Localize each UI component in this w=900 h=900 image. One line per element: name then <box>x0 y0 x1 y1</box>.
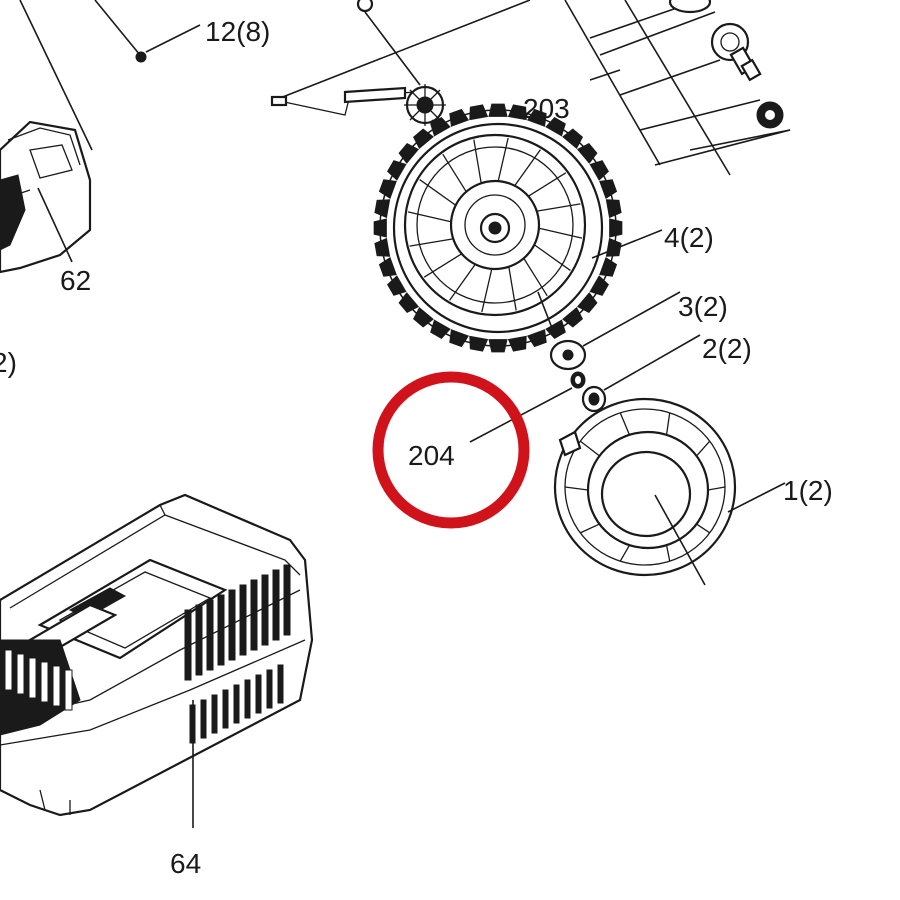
wheel-tooth <box>378 257 397 277</box>
wheel-tooth <box>413 128 434 150</box>
cap-rib <box>580 523 600 534</box>
wheel-tooth <box>387 275 407 296</box>
wheel-tooth <box>605 237 622 257</box>
wheel-tooth <box>387 160 407 181</box>
vent-slot <box>195 604 203 676</box>
wheel-tooth <box>545 117 566 137</box>
vent-slot-lower <box>211 694 218 734</box>
wheel-tooth <box>576 292 598 313</box>
vent-slot-lower <box>233 684 240 724</box>
vent-slot <box>250 579 258 651</box>
wheel-tooth <box>527 108 547 127</box>
vent-slot-lower <box>244 679 251 719</box>
label-3: 3(2) <box>678 291 728 322</box>
front-vent-slot <box>4 649 13 691</box>
vent-slot-lower <box>255 674 262 714</box>
label-12: 12(8) <box>205 16 270 47</box>
label-203: 203 <box>523 93 570 124</box>
wheel-tooth <box>398 292 420 313</box>
wheel-tooth <box>374 199 391 219</box>
wheel-tooth <box>373 218 387 238</box>
front-vent-slot <box>64 669 73 711</box>
wheel-tooth <box>562 128 583 150</box>
label-204: 204 <box>408 440 455 471</box>
vent-slot <box>206 599 214 671</box>
vent-slot-lower <box>277 664 284 704</box>
cap-rib <box>707 486 726 491</box>
wheel-tooth <box>609 218 623 238</box>
wheel-tooth <box>599 257 618 277</box>
charger-64 <box>0 493 314 828</box>
wheel-tooth <box>413 306 434 328</box>
cap-rib <box>665 412 671 435</box>
washer-3 <box>549 291 681 371</box>
wheel-tooth <box>507 104 527 121</box>
front-vent-slot <box>52 665 61 707</box>
wheel-tooth <box>599 179 618 199</box>
hub-cap-1 <box>553 397 786 586</box>
vent-slot <box>217 594 225 666</box>
label-1: 1(2) <box>783 475 833 506</box>
label-64: 64 <box>170 848 201 879</box>
wheel-tooth <box>430 319 451 339</box>
wheel-4 <box>373 103 623 353</box>
battery-pack-62 <box>0 120 92 274</box>
wheel-tooth <box>589 160 609 181</box>
front-vent-slot <box>40 661 49 703</box>
cap-rib <box>696 440 711 457</box>
wheel-tooth <box>449 108 469 127</box>
cap-rib <box>619 412 631 436</box>
wheel-tooth <box>449 329 469 348</box>
top-right-bracket-lines <box>564 0 791 176</box>
screw-12-group <box>19 0 201 151</box>
highlight-circle <box>372 371 530 529</box>
spring-204 <box>570 371 586 389</box>
front-vent-slot <box>16 653 25 695</box>
front-vent-slot <box>28 657 37 699</box>
vent-slot-lower <box>222 689 229 729</box>
vent-slot-lower <box>266 669 273 709</box>
cap-rib <box>579 440 600 457</box>
cap-rib <box>564 486 589 491</box>
nut-2 <box>581 334 701 413</box>
vent-slot <box>272 569 280 641</box>
vent-slot <box>184 609 192 681</box>
vent-slot-lower <box>200 699 207 739</box>
wheel-tooth <box>378 179 397 199</box>
wheel-tooth <box>488 339 508 353</box>
wheel-tooth <box>562 306 583 328</box>
vent-slot <box>261 574 269 646</box>
vent-slot <box>228 589 236 661</box>
wheel-tooth <box>605 199 622 219</box>
wheel-tooth <box>469 335 489 352</box>
label-2: 2(2) <box>702 333 752 364</box>
wheel-tooth <box>469 104 489 121</box>
wheel-tooth <box>374 237 391 257</box>
label-cut-left: 2) <box>0 347 17 378</box>
cap-rib <box>619 544 631 562</box>
label-62: 62 <box>60 265 91 296</box>
label-4: 4(2) <box>664 222 714 253</box>
wheel-tooth <box>398 143 420 164</box>
wheel-tooth <box>430 117 451 137</box>
cap-rib <box>665 545 671 562</box>
wheel-tooth <box>488 103 508 117</box>
cap-rib <box>696 523 711 534</box>
wheel-tooth <box>576 143 598 164</box>
wheel-tooth <box>589 275 609 296</box>
wheel-tooth <box>527 329 547 348</box>
vent-slot <box>239 584 247 656</box>
drive-pinion-assembly <box>270 0 531 143</box>
vent-slot <box>283 564 291 636</box>
wheel-tooth <box>507 335 527 352</box>
